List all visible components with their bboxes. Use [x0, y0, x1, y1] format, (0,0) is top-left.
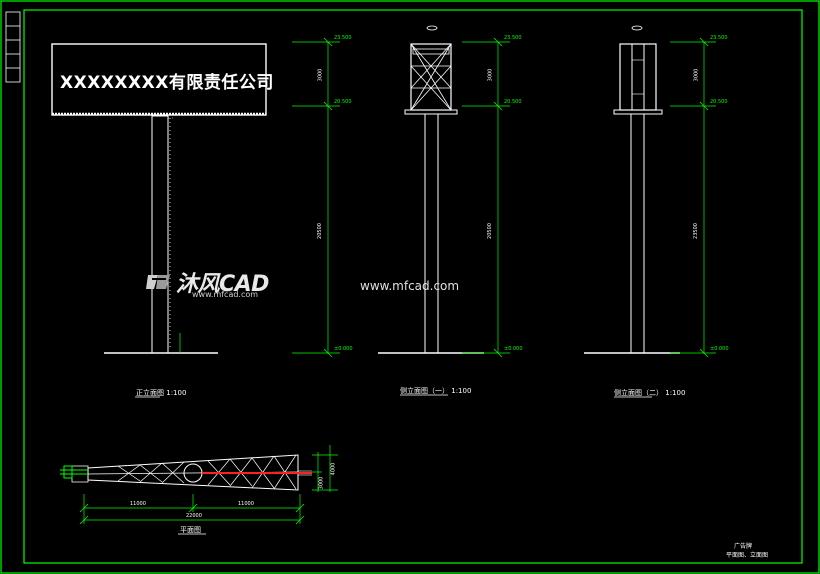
title-block-line1: 广告牌 — [734, 543, 753, 550]
side-elevation-1 — [378, 25, 484, 354]
dim-lower-2: 20500 — [486, 223, 493, 239]
elevation-base-1: ±0.000 — [334, 346, 353, 352]
dim-total-3: 23500 — [692, 223, 699, 239]
plan-dim-total: 22000 — [186, 513, 202, 519]
elevation-base-3: ±0.000 — [710, 346, 729, 352]
front-elevation — [51, 43, 267, 354]
dim-upper-1: 3000 — [317, 68, 324, 82]
elevation-top-2: 23.500 — [504, 35, 522, 41]
side1-column — [424, 113, 439, 354]
side-elevation-2 — [584, 25, 680, 354]
front-column — [151, 115, 169, 354]
side1-view-title: 侧立面图（一） 1:100 — [400, 386, 471, 396]
title-block-line2: 平面图、立面图 — [726, 552, 769, 559]
side2-view-scale: 1:100 — [665, 389, 686, 397]
front-view-scale: 1:100 — [166, 389, 187, 397]
watermark: 沐风CAD — [146, 266, 269, 298]
side2-view-name: 侧立面图（二） — [614, 389, 663, 397]
elevation-mid-2: 20.500 — [504, 99, 522, 105]
plan-dim-depth: 3000 — [318, 476, 325, 490]
plan-view-title: 平面图 — [180, 526, 201, 534]
front-view-title: 正立面图 1:100 — [136, 388, 186, 398]
view-title-underlines — [135, 394, 652, 535]
watermark-url-small: www.mfcad.com — [192, 290, 259, 299]
side2-column — [630, 113, 645, 354]
dim-upper-2: 3000 — [487, 68, 494, 82]
elevation-top-1: 23.500 — [334, 35, 352, 41]
side2-view-title: 侧立面图（二） 1:100 — [614, 388, 685, 398]
dimension-line-2 — [462, 37, 510, 358]
front-view-name: 正立面图 — [136, 389, 164, 397]
elevation-mid-1: 20.500 — [334, 99, 352, 105]
elevation-base-2: ±0.000 — [504, 346, 523, 352]
company-name-text: XXXXXXXX有限责任公司 — [60, 73, 274, 93]
dimension-line-1 — [292, 37, 340, 358]
inner-frame — [23, 9, 803, 564]
watermark-brand: 沐风CAD — [176, 272, 269, 297]
dimension-line-3 — [670, 37, 716, 358]
watermark-url-large: www.mfcad.com — [360, 279, 460, 293]
plan-dimensions — [79, 445, 338, 525]
elevation-top-3: 23.500 — [710, 35, 728, 41]
plan-view — [60, 454, 312, 491]
side2-panel — [619, 43, 657, 111]
plan-dim-left: 11000 — [130, 501, 146, 507]
watermark-logo-icon — [146, 271, 172, 293]
dim-upper-3: 3000 — [693, 68, 700, 82]
binding-strip — [5, 11, 21, 83]
plan-dim-depth-outer: 4000 — [330, 462, 337, 476]
side1-view-name: 侧立面图（一） — [400, 387, 449, 395]
dim-lower-1: 20500 — [316, 223, 323, 239]
plan-dim-right: 11000 — [238, 501, 254, 507]
side1-view-scale: 1:100 — [451, 387, 472, 395]
elevation-mid-3: 20.500 — [710, 99, 728, 105]
